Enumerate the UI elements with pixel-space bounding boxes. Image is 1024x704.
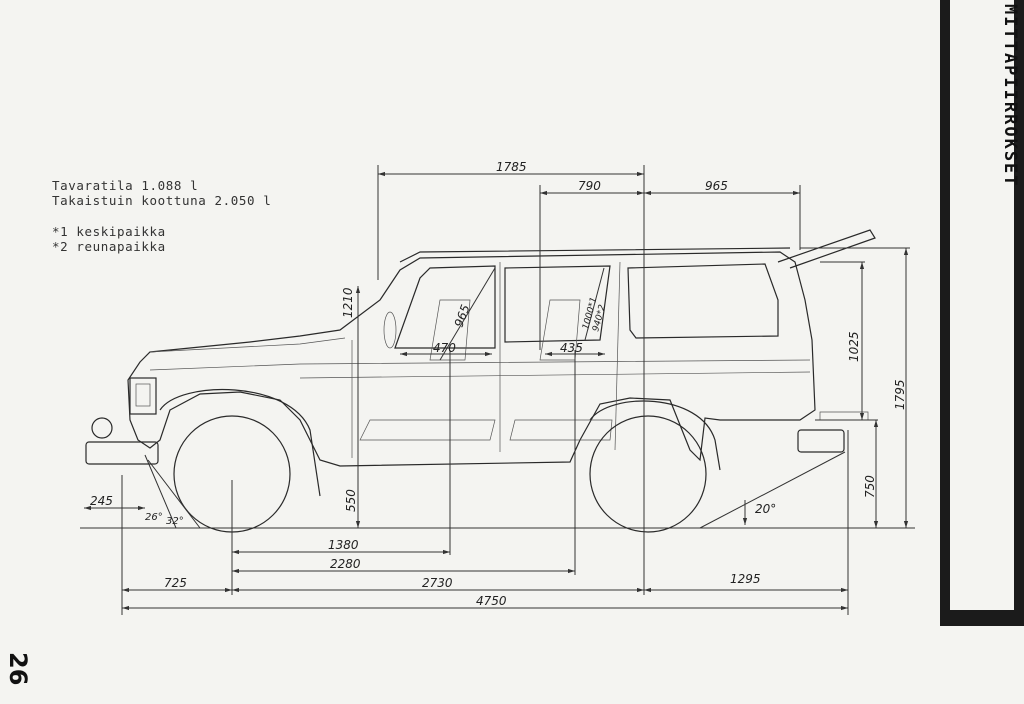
- label-1210: 1210: [341, 287, 355, 318]
- rear-wheel: [589, 415, 707, 533]
- rear-door-window: [504, 265, 611, 343]
- footnote-2: *2 reunapaikka: [52, 239, 166, 254]
- label-1380: 1380: [328, 538, 359, 552]
- label-550: 550: [344, 489, 358, 512]
- label-965-top: 965: [705, 179, 728, 193]
- label-2730: 2730: [422, 576, 453, 590]
- label-2280: 2280: [330, 557, 361, 571]
- label-790: 790: [578, 179, 601, 193]
- approach-angle-line-b: [147, 459, 201, 529]
- label-4750: 4750: [476, 594, 507, 608]
- dim-965-diagonal: [439, 267, 496, 361]
- label-20deg: 20°: [755, 502, 776, 516]
- label-435: 435: [560, 341, 583, 355]
- approach-angle-line-a: [144, 454, 177, 529]
- vehicle-outline: [85, 229, 876, 497]
- rear-side-window: [627, 263, 779, 339]
- section-tab-title: MITTAPIIRROKSET: [1000, 4, 1020, 188]
- label-245: 245: [90, 494, 113, 508]
- page-number: 26: [4, 652, 32, 686]
- extension-lines: [121, 165, 915, 615]
- label-32deg: 32°: [166, 516, 184, 527]
- label-470: 470: [433, 341, 456, 355]
- dim-cargo-diagonal: [584, 267, 605, 341]
- seat-folded-volume-text: Takaistuin koottuna 2.050 l: [52, 193, 272, 208]
- departure-angle-line: [699, 451, 846, 529]
- label-1785: 1785: [496, 160, 527, 174]
- capacity-notes: Tavaratila 1.088 l Takaistuin koottuna 2…: [52, 178, 271, 254]
- label-26deg: 26°: [145, 512, 163, 523]
- label-750: 750: [863, 475, 877, 498]
- label-965-diag: 965: [452, 303, 473, 329]
- label-725: 725: [164, 576, 187, 590]
- label-1295: 1295: [730, 572, 761, 586]
- footnote-1: *1 keskipaikka: [52, 224, 166, 239]
- front-door-window: [394, 265, 496, 349]
- label-1025: 1025: [847, 331, 861, 362]
- label-1795: 1795: [893, 379, 907, 410]
- cargo-volume-text: Tavaratila 1.088 l: [52, 178, 199, 193]
- section-tab: [940, 0, 1024, 626]
